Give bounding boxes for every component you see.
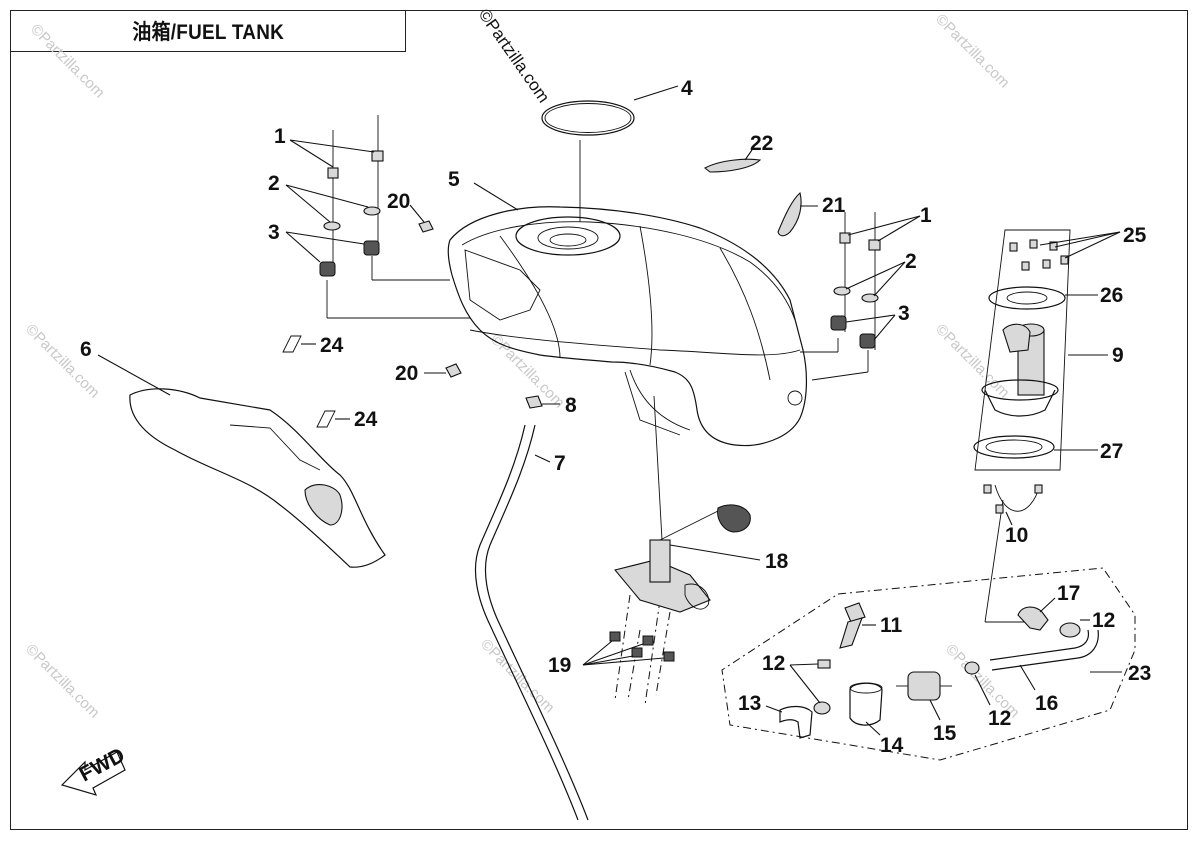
part-26-flange-plate [988, 286, 1098, 310]
part-27-gasket [973, 435, 1098, 459]
callout-23: 23 [1128, 662, 1151, 685]
callout-26: 26 [1100, 284, 1123, 307]
part-2-washers-left [285, 184, 381, 231]
watermark: ©Partzilla.com [27, 21, 108, 102]
copyright-text: ©Partzilla.com [475, 5, 554, 106]
callout-9: 9 [1112, 344, 1124, 367]
part-1-bolts-right [839, 215, 921, 251]
watermarks: ©Partzilla.com ©Partzilla.com ©Partzilla… [22, 11, 1023, 722]
part-18-fuel-level-sensor [614, 504, 761, 613]
callout-11: 11 [880, 614, 903, 637]
callout-6: 6 [80, 338, 92, 361]
callout-7: 7 [554, 452, 566, 475]
watermark: ©Partzilla.com [932, 321, 1013, 402]
part-8-clamp [525, 395, 560, 409]
part-3-grommets-left [285, 231, 380, 277]
callout-numbers: 1 1 2 2 3 3 4 5 6 7 8 9 10 11 12 12 12 1… [80, 77, 1151, 757]
part-15-fuel-filter [896, 671, 952, 721]
part-6-heat-shield [97, 354, 386, 568]
callout-19: 19 [548, 654, 571, 677]
callout-20: 20 [395, 362, 418, 385]
part-17-elbow [1017, 597, 1056, 631]
callout-13: 13 [738, 692, 761, 715]
callout-12: 12 [762, 652, 785, 675]
watermark: ©Partzilla.com [932, 11, 1013, 92]
callout-25: 25 [1123, 224, 1147, 247]
title-box: 油箱/FUEL TANK [10, 10, 406, 52]
callout-15: 15 [933, 722, 957, 745]
part-7-breather-hose [474, 424, 589, 821]
callout-10: 10 [1005, 524, 1028, 547]
callout-4: 4 [681, 77, 693, 100]
callout-27: 27 [1100, 440, 1123, 463]
part-23-hose-kit [721, 567, 1136, 761]
watermark: ©Partzilla.com [22, 641, 103, 722]
callout-2: 2 [268, 172, 280, 195]
callout-18: 18 [765, 550, 789, 573]
part-1-bolts-left [289, 139, 384, 179]
part-9-fuel-pump-assembly [974, 229, 1108, 471]
part-22-pad [704, 149, 762, 173]
callout-20: 20 [387, 190, 410, 213]
callout-8: 8 [565, 394, 577, 417]
callout-12: 12 [988, 707, 1011, 730]
part-20-clips [409, 204, 462, 378]
diagram-frame [10, 10, 1188, 830]
watermark: ©Partzilla.com [22, 321, 103, 402]
part-25-screws [1009, 231, 1121, 271]
part-14-clip-band [849, 682, 883, 736]
part-24-stickers [282, 335, 350, 428]
callout-1: 1 [920, 204, 932, 227]
part-11-connector [839, 602, 876, 649]
part-21-pad [777, 191, 818, 237]
callout-5: 5 [448, 168, 460, 191]
assembly-lines [326, 115, 1030, 706]
callout-12: 12 [1092, 609, 1115, 632]
part-19-nuts [582, 631, 675, 666]
fwd-label: FWD [76, 744, 129, 787]
callout-3: 3 [898, 302, 910, 325]
part-16-fuel-hose [989, 629, 1099, 691]
part-2-washers-right [833, 261, 906, 303]
callout-17: 17 [1057, 582, 1080, 605]
part-13-hose-elbow [765, 705, 813, 739]
callout-22: 22 [750, 132, 773, 155]
callout-16: 16 [1035, 692, 1058, 715]
callout-2: 2 [905, 250, 917, 273]
part-3-grommets-right [830, 314, 896, 349]
watermark: ©Partzilla.com [477, 636, 558, 717]
part-10-bolts [983, 484, 1043, 526]
fwd-arrow: FWD [60, 744, 129, 796]
callout-14: 14 [880, 734, 904, 757]
callout-3: 3 [268, 221, 280, 244]
part-12-clamps [789, 619, 1090, 715]
part-4-o-ring [541, 85, 679, 136]
callout-1: 1 [274, 125, 286, 148]
callout-24: 24 [320, 334, 344, 357]
callout-24: 24 [354, 408, 378, 431]
part-5-fuel-tank [447, 182, 808, 447]
diagram-title: 油箱/FUEL TANK [132, 21, 284, 44]
callout-21: 21 [822, 194, 846, 217]
